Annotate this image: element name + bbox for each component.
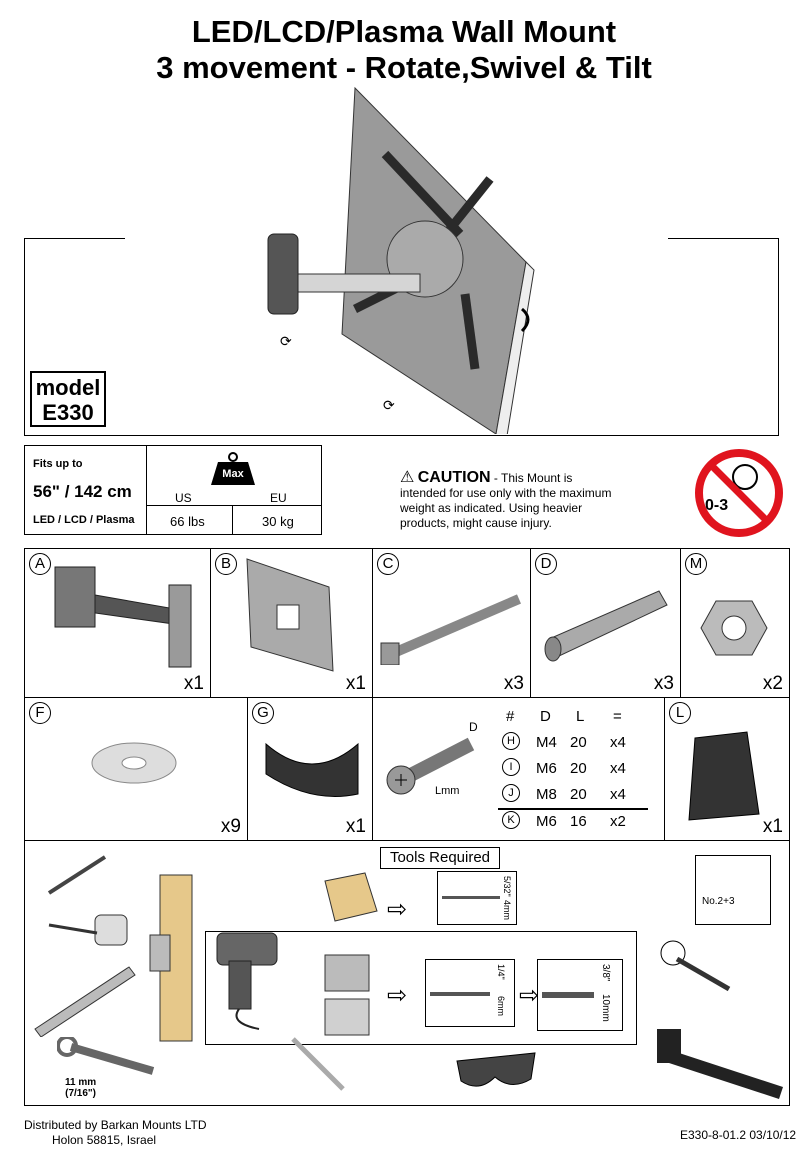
- part-qty-g: x1: [345, 816, 366, 837]
- wood-block-icon: [324, 872, 378, 922]
- swivel-arrow-icon: ⟳: [383, 397, 395, 413]
- arm-bracket-image: [54, 566, 192, 668]
- warning-triangle-icon: ⚠: [400, 469, 415, 486]
- part-letter-f: F: [29, 702, 51, 724]
- weight-icon: [211, 452, 255, 485]
- level-icon: [34, 966, 136, 1037]
- caution-heading: CAUTION: [417, 469, 491, 486]
- screw-table-divider: [498, 808, 648, 810]
- footer-company: Distributed by Barkan Mounts LTD: [24, 1118, 207, 1132]
- caution-text-3: weight as indicated. Using heavier: [400, 501, 583, 515]
- dimension-l: Lmm: [435, 785, 460, 797]
- safety-glasses-icon: [456, 1052, 536, 1087]
- fits-up-to-label: Fits up to: [33, 458, 83, 470]
- hammer-icon: [657, 1029, 783, 1099]
- part-letter-l: L: [669, 702, 691, 724]
- part-qty-m: x2: [762, 673, 783, 694]
- fit-table: Fits up to 56" / 142 cm LED / LCD / Plas…: [24, 445, 322, 535]
- caution-text-1: - This Mount is: [493, 471, 573, 485]
- lag-bolt-image: [380, 594, 521, 665]
- awl-icon: [47, 855, 107, 895]
- spacer-cap-image: [688, 731, 760, 821]
- screwdriver-icon: [660, 940, 731, 992]
- part-letter-c: C: [377, 553, 399, 575]
- arrow-right-icon-2: ⇨: [387, 982, 408, 1009]
- footer-doc-code: E330-8-01.2 03/10/12: [680, 1128, 797, 1142]
- part-letter-a: A: [29, 553, 51, 575]
- eu-weight: 30 kg: [262, 514, 294, 529]
- pencil-icon: [291, 1037, 345, 1091]
- caution-text-2: intended for use only with the maximum: [400, 486, 612, 500]
- tv-plate-image: [246, 558, 334, 672]
- caution-text-4: products, might cause injury.: [400, 516, 552, 530]
- part-qty-a: x1: [183, 673, 204, 694]
- part-qty-b: x1: [345, 673, 366, 694]
- brick-block-icon: [324, 954, 370, 1036]
- tools-heading: Tools Required: [380, 847, 500, 869]
- part-cell-f: F x9: [24, 697, 248, 841]
- screen-size: 56" / 142 cm: [33, 482, 132, 501]
- no-child-icon: [695, 449, 783, 537]
- cover-clip-image: [265, 742, 359, 797]
- part-cell-d: D x3: [530, 548, 681, 698]
- drill-bit-brick: 1/4" 6mm: [425, 959, 515, 1027]
- model-label: model: [35, 375, 101, 400]
- part-cell-a: A x1: [24, 548, 211, 698]
- part-letter-m: M: [685, 553, 707, 575]
- frame-top-right: [668, 238, 779, 239]
- frame-right: [778, 238, 779, 436]
- part-cell-m: M x2: [680, 548, 790, 698]
- part-cell-c: C x3: [372, 548, 531, 698]
- wall-stud-icon: [149, 874, 193, 1042]
- screen-types: LED / LCD / Plasma: [33, 514, 135, 526]
- part-letter-d: D: [535, 553, 557, 575]
- screwdriver-detail: No.2+3: [695, 855, 771, 925]
- part-qty-d: x3: [653, 673, 674, 694]
- tape-measure-icon: [48, 914, 128, 946]
- drill-bit-concrete: 3/8" 10mm: [537, 959, 623, 1031]
- us-label: US: [175, 491, 192, 505]
- wall-anchor-image: [544, 590, 668, 662]
- part-letter-g: G: [252, 702, 274, 724]
- arrow-right-icon-3: ⇨: [519, 982, 540, 1009]
- rotate-arrow-icon: ⟳: [280, 333, 292, 349]
- frame-top-left: [24, 238, 125, 239]
- part-letter-b: B: [215, 553, 237, 575]
- screw-table-header: # D L =: [506, 708, 622, 725]
- part-cell-g: G x1: [247, 697, 373, 841]
- arrow-right-icon: ⇨: [387, 896, 408, 923]
- machine-screw-image: [386, 737, 475, 795]
- weight-icon-label: Max: [222, 468, 244, 480]
- footer-address: Holon 58815, Israel: [52, 1133, 157, 1147]
- drill-bit-wood: 5/32" 4mm: [437, 871, 517, 925]
- age-label: 0-3: [705, 497, 729, 514]
- caution-block: ⚠ CAUTION - This Mount is intended for u…: [400, 470, 660, 531]
- part-qty-l: x1: [762, 816, 783, 837]
- model-badge: model E330: [30, 371, 106, 427]
- model-code: E330: [42, 400, 94, 425]
- wall-mount-illustration: [267, 86, 535, 434]
- dimension-d: D: [469, 720, 478, 734]
- hex-nut-image: [700, 600, 768, 656]
- part-cell-b: B x1: [210, 548, 373, 698]
- eu-label: EU: [270, 491, 287, 505]
- frame-bottom: [24, 435, 779, 436]
- screw-table-cell: D Lmm # D L = H M4 20 x4 I M6 20 x4 J M8…: [372, 697, 665, 841]
- part-qty-f: x9: [220, 816, 241, 837]
- frame-left: [24, 238, 25, 436]
- page-title-line-1: LED/LCD/Plasma Wall Mount: [191, 14, 617, 49]
- drill-guide-frame: [205, 931, 637, 1045]
- wrench-icon: [57, 1037, 155, 1075]
- washer-image: [91, 742, 177, 784]
- power-drill-icon: [216, 932, 278, 1030]
- part-qty-c: x3: [503, 673, 524, 694]
- part-cell-l: L x1: [664, 697, 790, 841]
- wrench-size: 11 mm (7/16"): [65, 1077, 97, 1099]
- tools-section: Tools Required 11 mm (7/16") ⇨ ⇨ ⇨ 5/32": [24, 840, 790, 1106]
- screwdriver-size: No.2+3: [702, 896, 735, 907]
- page-title-line-2: 3 movement - Rotate,Swivel & Tilt: [156, 50, 652, 85]
- us-weight: 66 lbs: [170, 514, 205, 529]
